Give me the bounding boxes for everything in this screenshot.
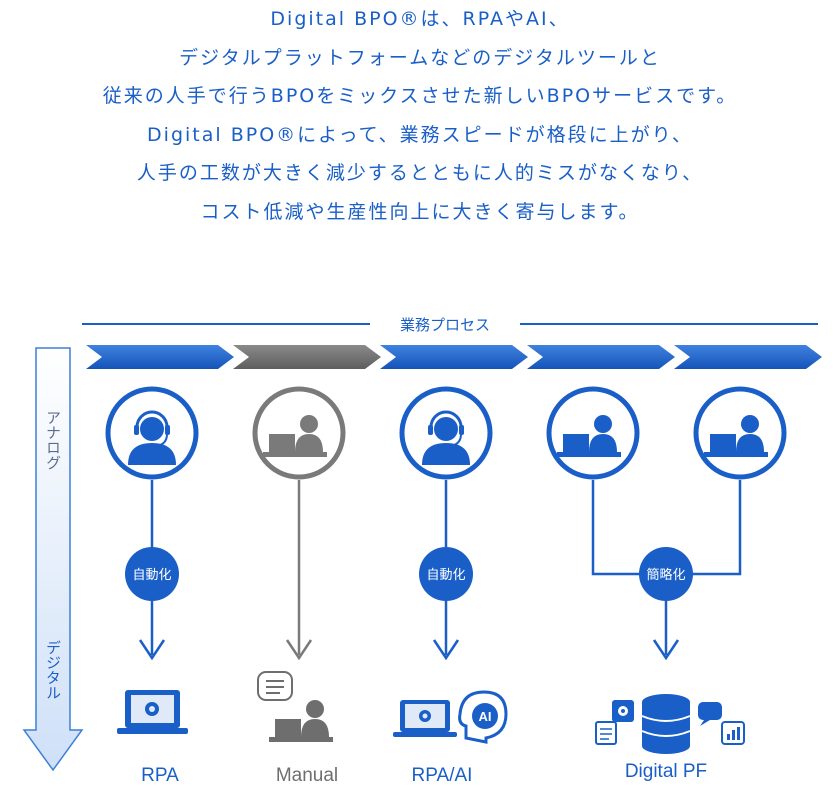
simplify-badge: 簡略化	[639, 547, 693, 601]
output-label-rpa-ai: RPA/AI	[412, 765, 473, 786]
automation-label-1: 自動化	[132, 568, 171, 583]
worker-circle-4	[546, 386, 640, 480]
arrowhead-3	[432, 639, 460, 661]
rpa-laptop-icon	[117, 690, 188, 734]
intro-line-6: コスト低減や生産性向上に大きく寄与します。	[200, 200, 640, 223]
simplify-label: 簡略化	[646, 567, 685, 583]
intro-line-5: 人手の工数が大きく減少するとともに人的ミスがなくなり、	[136, 162, 704, 184]
arrowhead-2	[285, 639, 313, 661]
rpa-ai-laptop-icon	[393, 700, 457, 737]
chevron-4	[527, 345, 675, 369]
chevron-2	[233, 345, 381, 369]
axis-bottom-label: デジタル	[44, 640, 62, 700]
axis-arrow	[22, 347, 84, 772]
chat-bubble-icon	[698, 702, 722, 726]
automation-badge-2: 自動化	[419, 547, 473, 601]
intro-line-4: Digital BPO®によって、業務スピードが格段に上がり、	[147, 123, 693, 146]
operator-circle-1	[105, 386, 199, 480]
worker-circle-2	[252, 386, 346, 480]
worker-circle-5	[693, 386, 787, 480]
chevron-5	[674, 345, 822, 369]
arrowhead-1	[138, 639, 166, 661]
chevron-1	[86, 345, 234, 369]
arrowhead-4	[652, 639, 680, 661]
intro-line-2: デジタルプラットフォームなどのデジタルツールと	[179, 46, 661, 69]
intro-text: Digital BPO®は、RPAやAI、 デジタルプラットフォームなどのデジタ…	[0, 0, 840, 231]
axis-top-label: アナログ	[44, 410, 62, 470]
gear-icon	[612, 700, 634, 722]
process-label: 業務プロセス	[400, 316, 490, 334]
output-label-rpa: RPA	[141, 765, 179, 786]
chevron-3	[380, 345, 528, 369]
ai-head-icon: AI	[458, 690, 508, 744]
output-label-digital-pf: Digital PF	[625, 761, 707, 782]
operator-circle-3	[399, 386, 493, 480]
automation-label-2: 自動化	[426, 568, 465, 583]
digital-pf-icon	[641, 694, 691, 754]
document-icon	[595, 721, 617, 745]
output-label-manual: Manual	[276, 765, 338, 786]
manual-worker-icon	[257, 671, 333, 742]
intro-line-1: Digital BPO®は、RPAやAI、	[270, 8, 570, 30]
bar-chart-icon	[721, 721, 745, 745]
ai-badge-text: AI	[479, 709, 492, 724]
intro-line-3: 従来の人手で行うBPOをミックスさせた新しいBPOサービスです。	[102, 85, 738, 107]
automation-badge-1: 自動化	[125, 547, 179, 601]
